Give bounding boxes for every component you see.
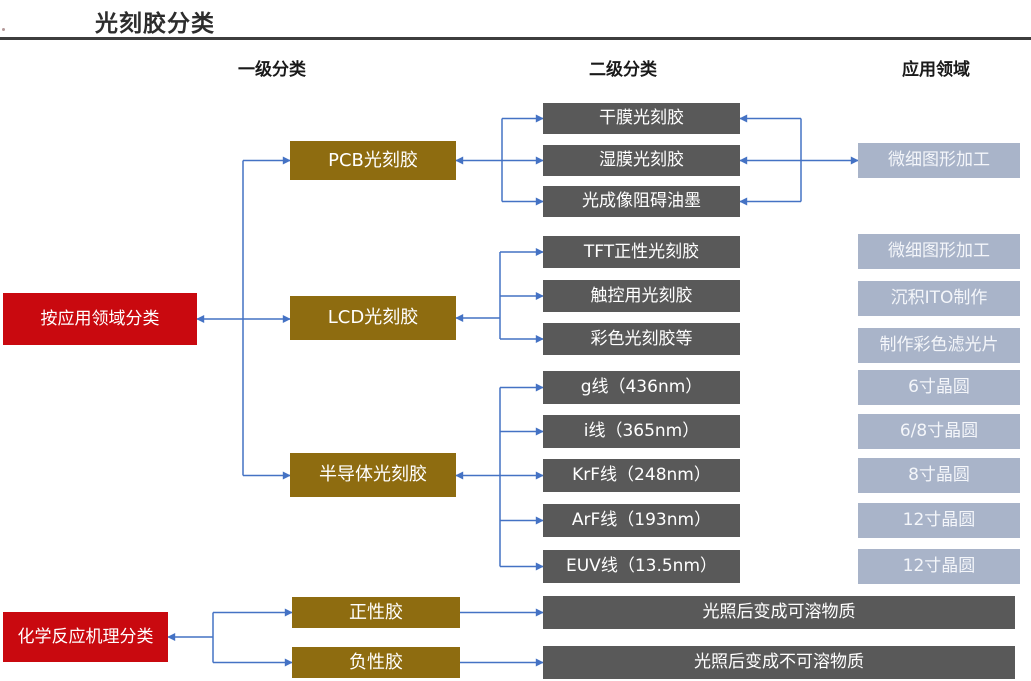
level1-box-pcb: PCB光刻胶 (290, 141, 456, 180)
app-box-12-inch-wafer-euv: 12寸晶圆 (858, 549, 1020, 584)
level2-box-euv-line: EUV线（13.5nm） (543, 550, 740, 583)
app-box-12-inch-wafer-arf: 12寸晶圆 (858, 503, 1020, 538)
category-box-by-application: 按应用领域分类 (3, 293, 197, 345)
app-box-ito-deposition: 沉积ITO制作 (858, 281, 1020, 316)
app-box-fine-pattern-pcb: 微细图形加工 (858, 143, 1020, 178)
level2-box-dry-film: 干膜光刻胶 (543, 103, 740, 134)
level2-box-wet-film: 湿膜光刻胶 (543, 145, 740, 176)
app-box-6-inch-wafer: 6寸晶圆 (858, 370, 1020, 405)
category-box-by-mechanism: 化学反应机理分类 (3, 612, 168, 662)
column-header-application: 应用领域 (902, 60, 970, 80)
result-box-negative: 光照后变成不可溶物质 (543, 646, 1015, 679)
title-underline (0, 37, 1031, 40)
app-box-8-inch-wafer: 8寸晶圆 (858, 458, 1020, 493)
column-header-level2: 二级分类 (589, 60, 657, 80)
app-box-fine-pattern-lcd: 微细图形加工 (858, 234, 1020, 269)
page-artifact-dot (2, 28, 5, 31)
level2-box-tft-positive: TFT正性光刻胶 (543, 236, 740, 268)
app-box-color-filter: 制作彩色滤光片 (858, 328, 1020, 363)
level2-box-photoimageable-ink: 光成像阻碍油墨 (543, 186, 740, 217)
result-box-positive: 光照后变成可溶物质 (543, 596, 1015, 629)
level2-box-touch: 触控用光刻胶 (543, 280, 740, 312)
level2-box-g-line: g线（436nm） (543, 371, 740, 404)
level1-box-positive-resist: 正性胶 (292, 597, 460, 628)
level2-box-krf-line: KrF线（248nm） (543, 459, 740, 492)
level2-box-arf-line: ArF线（193nm） (543, 504, 740, 537)
level2-box-color-resist: 彩色光刻胶等 (543, 323, 740, 355)
level1-box-lcd: LCD光刻胶 (290, 296, 456, 340)
page-title: 光刻胶分类 (95, 11, 215, 37)
column-header-level1: 一级分类 (238, 60, 306, 80)
level1-box-semiconductor: 半导体光刻胶 (290, 453, 456, 497)
app-box-6-8-inch-wafer: 6/8寸晶圆 (858, 414, 1020, 449)
level1-box-negative-resist: 负性胶 (292, 647, 460, 678)
level2-box-i-line: i线（365nm） (543, 415, 740, 448)
